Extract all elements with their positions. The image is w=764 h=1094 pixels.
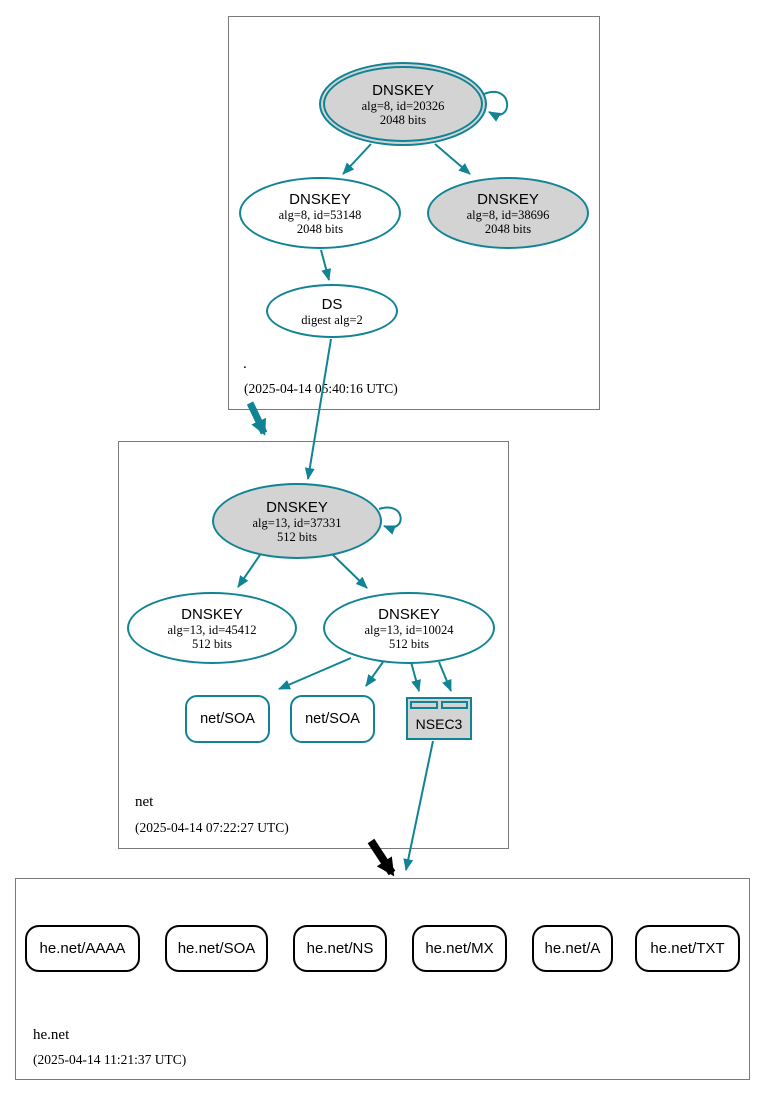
zone-timestamp-net: (2025-04-14 07:22:27 UTC) — [135, 820, 289, 835]
rrset-node-henet-soa: he.net/SOA — [165, 925, 268, 972]
dnskey-bits: 512 bits — [277, 529, 317, 544]
dnskey-alg-id: alg=8, id=53148 — [278, 207, 362, 222]
rrset-label: net/SOA — [200, 711, 255, 727]
nsec3-cell — [440, 701, 468, 709]
dnskey-bits: 2048 bits — [379, 112, 427, 127]
dnskey-bits: 2048 bits — [484, 221, 532, 236]
rrset-node-net-soa-1: net/SOA — [185, 695, 270, 743]
rrset-node-henet-ns: he.net/NS — [293, 925, 387, 972]
zone-box-henet — [15, 878, 750, 1080]
zone-label-net: net — [135, 794, 154, 810]
dnskey-title: DNSKEY — [289, 190, 351, 208]
zone-label-henet: he.net — [33, 1027, 70, 1043]
rrset-label: he.net/MX — [425, 940, 494, 957]
ds-digest-alg: digest alg=2 — [301, 312, 363, 327]
rrset-label: net/SOA — [305, 711, 360, 727]
dnskey-alg-id: alg=13, id=37331 — [252, 515, 342, 530]
dnskey-node-37331: DNSKEY alg=13, id=37331 512 bits — [212, 483, 382, 559]
zone-label-root: . — [243, 356, 247, 372]
dnskey-alg-id: alg=13, id=45412 — [167, 622, 257, 637]
dnskey-alg-id: alg=8, id=38696 — [466, 207, 550, 222]
dnskey-alg-id: alg=8, id=20326 — [361, 98, 445, 113]
dnskey-node-53148: DNSKEY alg=8, id=53148 2048 bits — [239, 177, 401, 249]
rrset-label: he.net/AAAA — [39, 940, 126, 957]
rrset-label: he.net/NS — [306, 940, 374, 957]
rrset-label: he.net/SOA — [177, 940, 256, 957]
zone-box-root — [228, 16, 600, 410]
rrset-node-henet-mx: he.net/MX — [412, 925, 507, 972]
rrset-label: he.net/TXT — [650, 940, 725, 957]
dnskey-bits: 512 bits — [389, 636, 429, 651]
dnskey-node-10024: DNSKEY alg=13, id=10024 512 bits — [323, 592, 495, 664]
ds-node: DS digest alg=2 — [266, 284, 398, 338]
dnskey-title: DNSKEY — [181, 605, 243, 623]
dnskey-alg-id: alg=13, id=10024 — [364, 622, 454, 637]
dnskey-bits: 2048 bits — [296, 221, 344, 236]
dnskey-node-38696: DNSKEY alg=8, id=38696 2048 bits — [427, 177, 589, 249]
nsec3-label: NSEC3 — [415, 715, 463, 732]
dnskey-title: DNSKEY — [378, 605, 440, 623]
zone-timestamp-henet: (2025-04-14 11:21:37 UTC) — [33, 1052, 187, 1067]
nsec3-header-cells — [410, 701, 468, 709]
rrset-label: he.net/A — [544, 940, 601, 957]
dnskey-node-45412: DNSKEY alg=13, id=45412 512 bits — [127, 592, 297, 664]
dnskey-bits: 512 bits — [192, 636, 232, 651]
dnskey-title: DNSKEY — [477, 190, 539, 208]
nsec3-cell — [410, 701, 438, 709]
rrset-node-net-soa-2: net/SOA — [290, 695, 375, 743]
dnskey-title: DNSKEY — [266, 498, 328, 516]
nsec3-node: NSEC3 — [406, 697, 472, 740]
dnskey-node-20326: DNSKEY alg=8, id=20326 2048 bits — [319, 62, 487, 146]
zone-timestamp-root: (2025-04-14 05:40:16 UTC) — [244, 381, 398, 396]
dnskey-title: DNSKEY — [372, 81, 434, 99]
rrset-node-henet-aaaa: he.net/AAAA — [25, 925, 140, 972]
dnskey-node-20326-inner: DNSKEY alg=8, id=20326 2048 bits — [323, 66, 483, 142]
rrset-node-henet-a: he.net/A — [532, 925, 613, 972]
rrset-node-henet-txt: he.net/TXT — [635, 925, 740, 972]
ds-title: DS — [321, 295, 343, 313]
